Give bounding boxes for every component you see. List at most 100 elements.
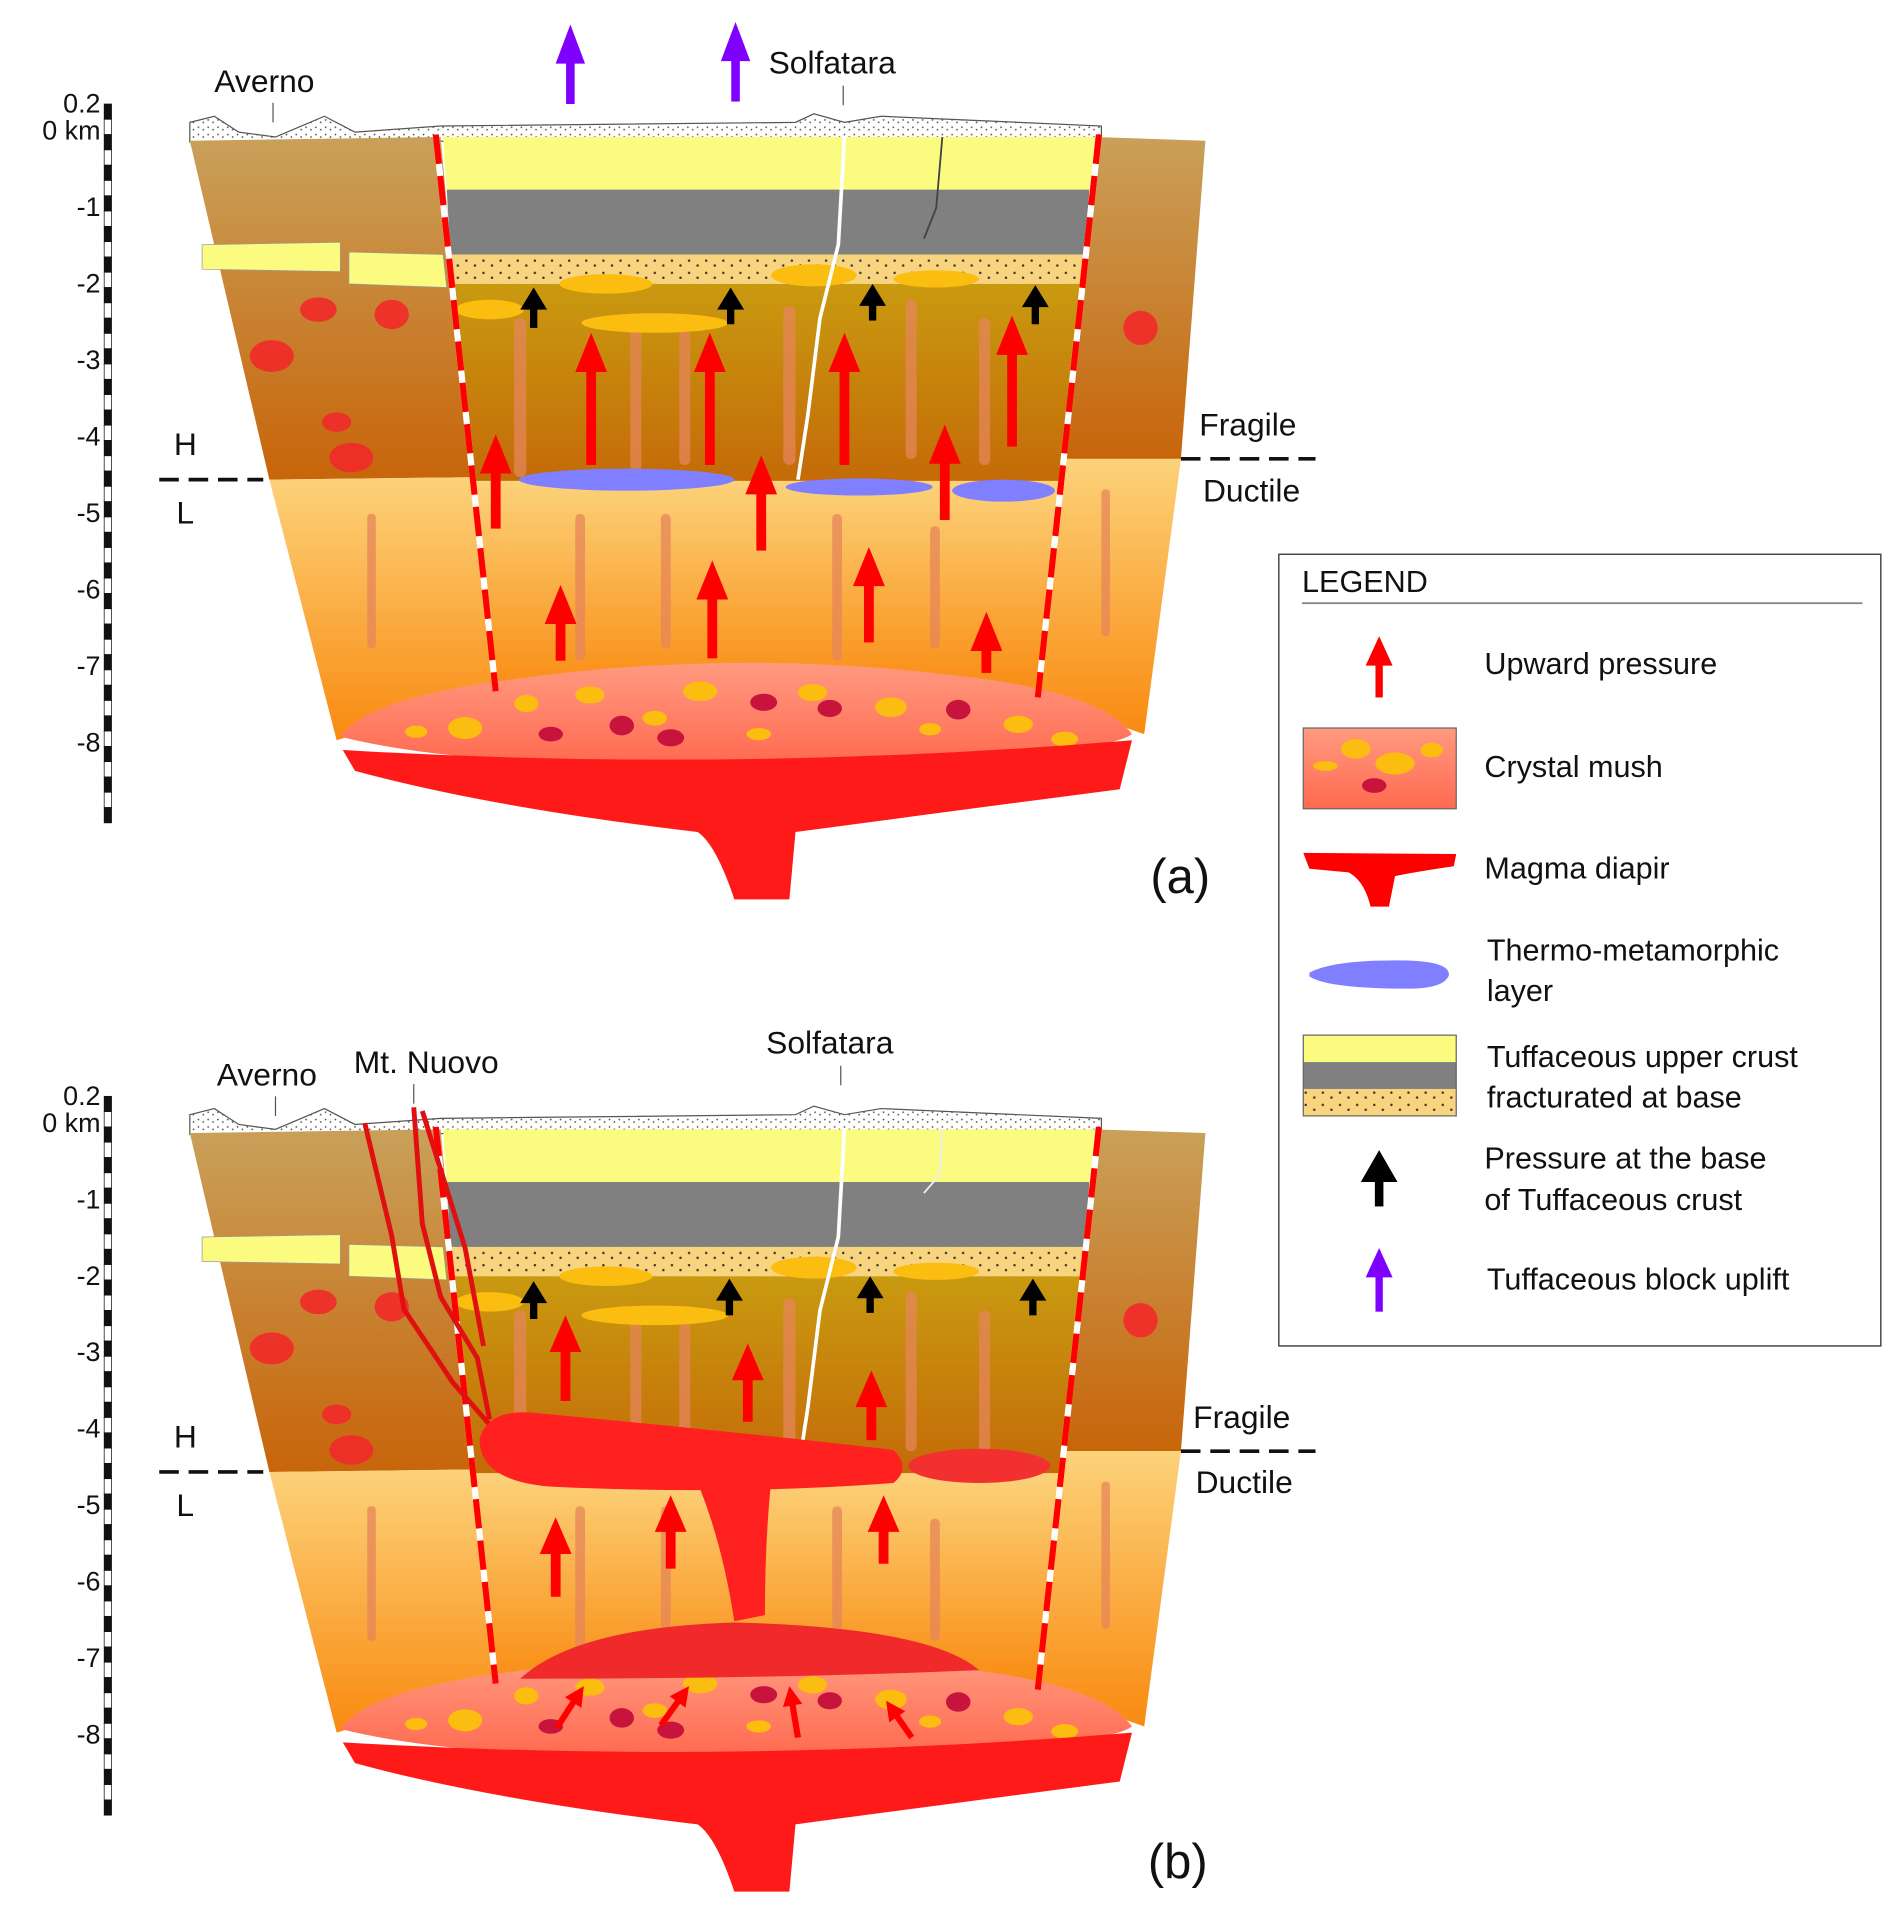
legend-crust-pressure-icon bbox=[1360, 1150, 1398, 1207]
scale-tick-label: -1 bbox=[77, 192, 101, 222]
scale-segment bbox=[103, 1600, 112, 1617]
scale-tick-label: -7 bbox=[77, 651, 101, 681]
scale-tick-label: -6 bbox=[77, 1567, 101, 1597]
scale-segment bbox=[103, 1677, 112, 1694]
scale-segment bbox=[103, 1768, 112, 1785]
scale-segment bbox=[103, 317, 112, 334]
scale-segment bbox=[103, 302, 112, 319]
scale-segment bbox=[103, 654, 112, 671]
scale-segment bbox=[103, 1095, 112, 1112]
upward-pressure-arrow bbox=[828, 332, 861, 465]
scale-segment bbox=[103, 761, 112, 778]
scale-segment bbox=[103, 1310, 112, 1327]
scale-segment bbox=[103, 593, 112, 610]
panel-label-a: (a) bbox=[1150, 850, 1210, 904]
fragile-label: Fragile bbox=[1193, 1399, 1290, 1435]
legend-label-thermo-1: Thermo-metamorphic bbox=[1487, 934, 1779, 968]
scale-segment bbox=[103, 1386, 112, 1403]
upward-pressure-arrow bbox=[782, 1686, 803, 1738]
scale-segment bbox=[103, 623, 112, 640]
depth-scale-b: 0.20 km-1-2-3-4-5-6-7-8 bbox=[42, 1081, 112, 1816]
scale-segment bbox=[103, 776, 112, 793]
scale-segment bbox=[103, 1447, 112, 1464]
scale-segment bbox=[103, 1508, 112, 1525]
upward-pressure-arrow bbox=[658, 1686, 690, 1728]
crust-pressure-arrow bbox=[856, 1276, 884, 1313]
upward-pressure-arrow bbox=[886, 1700, 915, 1740]
upward-pressure-arrow bbox=[479, 434, 512, 529]
scale-segment bbox=[103, 1463, 112, 1480]
scale-segment bbox=[103, 746, 112, 763]
scale-segment bbox=[103, 531, 112, 548]
upward-pressure-arrow bbox=[745, 455, 778, 551]
upward-pressure-arrow bbox=[970, 611, 1003, 673]
upward-pressure-arrow bbox=[539, 1517, 572, 1597]
crust-pressure-arrow bbox=[520, 1281, 548, 1320]
upward-pressure-arrow bbox=[867, 1495, 900, 1564]
scale-segment bbox=[103, 1646, 112, 1663]
scale-segment bbox=[103, 241, 112, 258]
scale-tick-label: -5 bbox=[77, 498, 101, 528]
scale-segment bbox=[103, 1187, 112, 1204]
scale-segment bbox=[103, 256, 112, 273]
scale-segment bbox=[103, 1141, 112, 1158]
upward-pressure-arrow bbox=[996, 315, 1028, 447]
scale-segment bbox=[103, 195, 112, 212]
scale-segment bbox=[103, 715, 112, 732]
fragile-label: Fragile bbox=[1199, 407, 1296, 443]
scale-segment bbox=[103, 1615, 112, 1633]
scale-segment bbox=[103, 638, 112, 655]
legend-label-tuff-2: fracturated at base bbox=[1487, 1080, 1742, 1114]
scale-segment bbox=[103, 1203, 112, 1220]
scale-segment bbox=[103, 1707, 112, 1724]
scale-segment bbox=[103, 1126, 112, 1143]
scale-segment bbox=[103, 470, 112, 487]
scale-segment bbox=[103, 1554, 112, 1571]
crust-pressure-arrow bbox=[1019, 1278, 1047, 1316]
scale-segment bbox=[103, 1233, 112, 1250]
scale-segment bbox=[103, 363, 112, 380]
scale-segment bbox=[103, 669, 112, 686]
scale-segment bbox=[103, 1478, 112, 1495]
scale-segment bbox=[103, 1723, 112, 1740]
scale-segment bbox=[103, 348, 112, 365]
scale-segment bbox=[103, 684, 112, 701]
scale-segment bbox=[103, 225, 112, 243]
scale-tick-label: -3 bbox=[77, 345, 101, 375]
place-label-mt-nuovo: Mt. Nuovo bbox=[354, 1044, 499, 1080]
magma-diapir-swatch bbox=[1303, 852, 1457, 907]
scale-segment bbox=[103, 791, 112, 808]
ductile-label: Ductile bbox=[1196, 1464, 1293, 1500]
legend-title: LEGEND bbox=[1302, 565, 1428, 599]
scale-segment bbox=[103, 1172, 112, 1189]
scale-tick-label: -8 bbox=[77, 1720, 101, 1750]
scale-segment bbox=[103, 180, 112, 197]
scale-segment bbox=[103, 1401, 112, 1418]
high-label: H bbox=[174, 426, 197, 462]
crust-pressure-arrow bbox=[1021, 285, 1049, 325]
crystal-mush-swatch bbox=[1302, 727, 1457, 810]
upward-pressure-arrow bbox=[731, 1343, 764, 1422]
scale-segment bbox=[103, 440, 112, 457]
place-label-averno: Averno bbox=[214, 63, 314, 99]
scale-segment bbox=[103, 1248, 112, 1265]
scale-segment bbox=[103, 1585, 112, 1602]
scale-segment bbox=[103, 1355, 112, 1372]
scale-segment bbox=[103, 1111, 112, 1128]
scale-segment bbox=[103, 516, 112, 533]
legend-label-crystal-mush: Crystal mush bbox=[1484, 750, 1662, 784]
scale-segment bbox=[103, 210, 112, 227]
scale-segment bbox=[103, 1157, 112, 1174]
legend-block-uplift-icon bbox=[1365, 1248, 1393, 1312]
legend-label-pressure-base-2: of Tuffaceous crust bbox=[1484, 1183, 1742, 1217]
legend: LEGEND Upward pressure Crystal mush Magm… bbox=[1278, 553, 1882, 1347]
crust-pressure-arrow bbox=[715, 1278, 743, 1316]
legend-label-thermo-2: layer bbox=[1487, 974, 1553, 1008]
legend-label-block-uplift: Tuffaceous block uplift bbox=[1487, 1263, 1790, 1297]
upward-pressure-arrow bbox=[654, 1495, 687, 1569]
upward-pressure-arrow bbox=[693, 332, 726, 465]
crust-pressure-arrow bbox=[717, 287, 745, 325]
scale-segment bbox=[103, 134, 112, 151]
scale-segment bbox=[103, 547, 112, 564]
scale-segment bbox=[103, 1570, 112, 1587]
